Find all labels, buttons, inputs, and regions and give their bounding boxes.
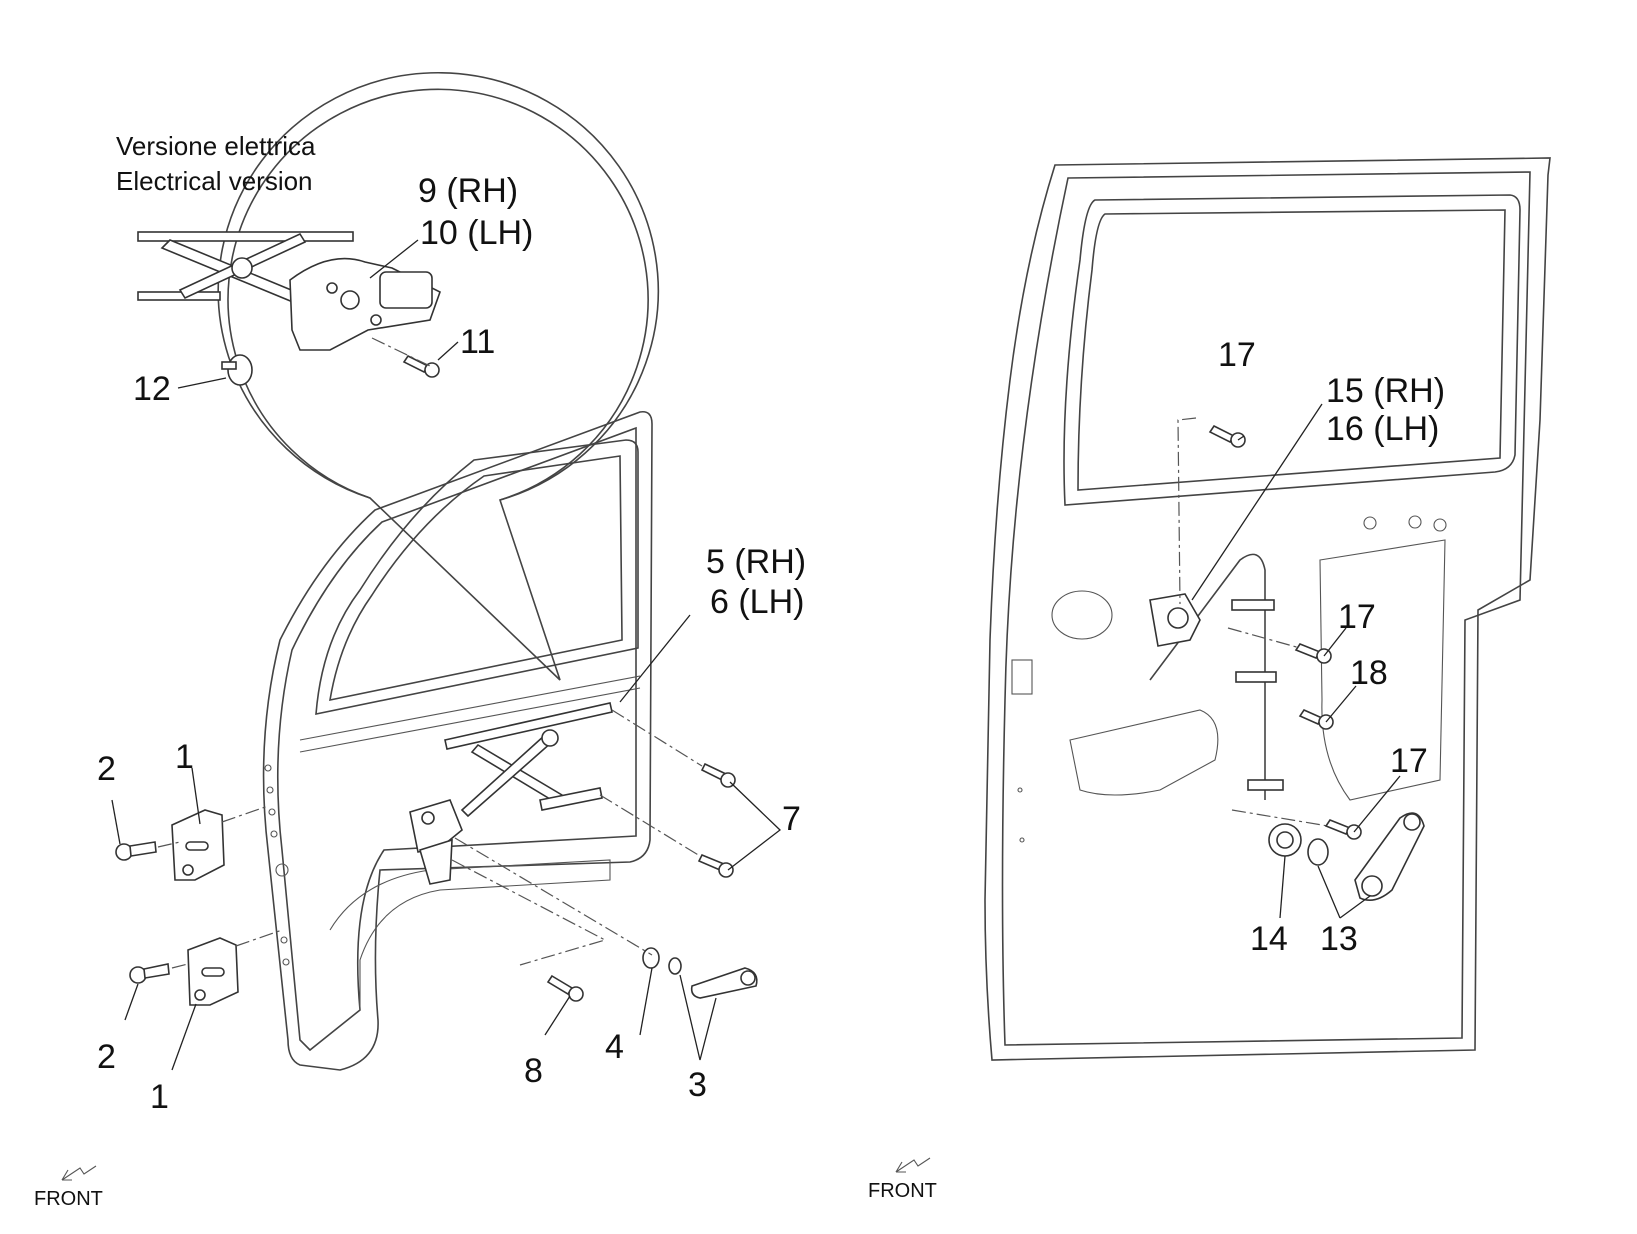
label-15: 15 (RH) xyxy=(1326,372,1445,410)
label-12: 12 xyxy=(133,370,171,408)
label-2-lower: 2 xyxy=(97,1038,116,1076)
front-marker-left: FRONT xyxy=(34,1165,103,1210)
label-8: 8 xyxy=(524,1052,543,1090)
sliding-door xyxy=(984,157,1551,1061)
label-17-top: 17 xyxy=(1218,336,1256,374)
label-2-upper: 2 xyxy=(97,750,116,788)
bolt-7-lower xyxy=(697,853,734,878)
bolt-8 xyxy=(546,974,584,1002)
leader-lines xyxy=(111,239,1401,1071)
front-marker-right: FRONT xyxy=(868,1157,937,1202)
hinge-upper xyxy=(171,809,225,881)
label-7: 7 xyxy=(782,800,801,838)
label-14: 14 xyxy=(1250,920,1288,958)
handle-3 xyxy=(668,957,758,999)
label-16: 16 (LH) xyxy=(1326,410,1439,448)
label-3: 3 xyxy=(688,1066,707,1104)
label-9: 9 (RH) xyxy=(418,172,518,210)
label-1-upper: 1 xyxy=(175,738,194,776)
electric-window-regulator xyxy=(137,231,441,351)
label-17-mid: 17 xyxy=(1338,598,1376,636)
bolt-2-lower xyxy=(129,963,170,984)
label-1-lower: 1 xyxy=(150,1078,169,1116)
escutcheon-14 xyxy=(1268,823,1302,857)
front-door xyxy=(262,410,653,1071)
label-4: 4 xyxy=(605,1028,624,1066)
label-11: 11 xyxy=(460,323,495,361)
bolt-11 xyxy=(402,354,440,378)
inset-title-it: Versione elettrica xyxy=(116,131,316,161)
manual-window-regulator xyxy=(409,702,613,885)
front-label-right: FRONT xyxy=(868,1180,937,1202)
hinge-lower xyxy=(187,937,239,1006)
callout-labels: 1 2 2 1 5 (RH) 6 (LH) 7 8 4 3 9 (RH) 10 … xyxy=(97,172,1445,1116)
bolt-2-upper xyxy=(115,841,157,861)
label-5: 5 (RH) xyxy=(706,543,806,581)
washer-4 xyxy=(642,947,660,969)
electrical-version-inset: Versione elettrica Electrical version xyxy=(116,71,660,681)
bolt-17-top xyxy=(1208,424,1246,448)
front-label-left: FRONT xyxy=(34,1188,103,1210)
sliding-window-regulator xyxy=(1149,553,1284,800)
label-6: 6 (LH) xyxy=(710,583,804,621)
label-18: 18 xyxy=(1350,654,1388,692)
label-10: 10 (LH) xyxy=(420,214,533,252)
label-17-lower: 17 xyxy=(1390,742,1428,780)
plug-12 xyxy=(221,354,253,386)
label-13: 13 xyxy=(1320,920,1358,958)
inset-title-en: Electrical version xyxy=(116,166,313,196)
bolt-7-upper xyxy=(700,762,736,788)
handle-13 xyxy=(1307,812,1425,901)
